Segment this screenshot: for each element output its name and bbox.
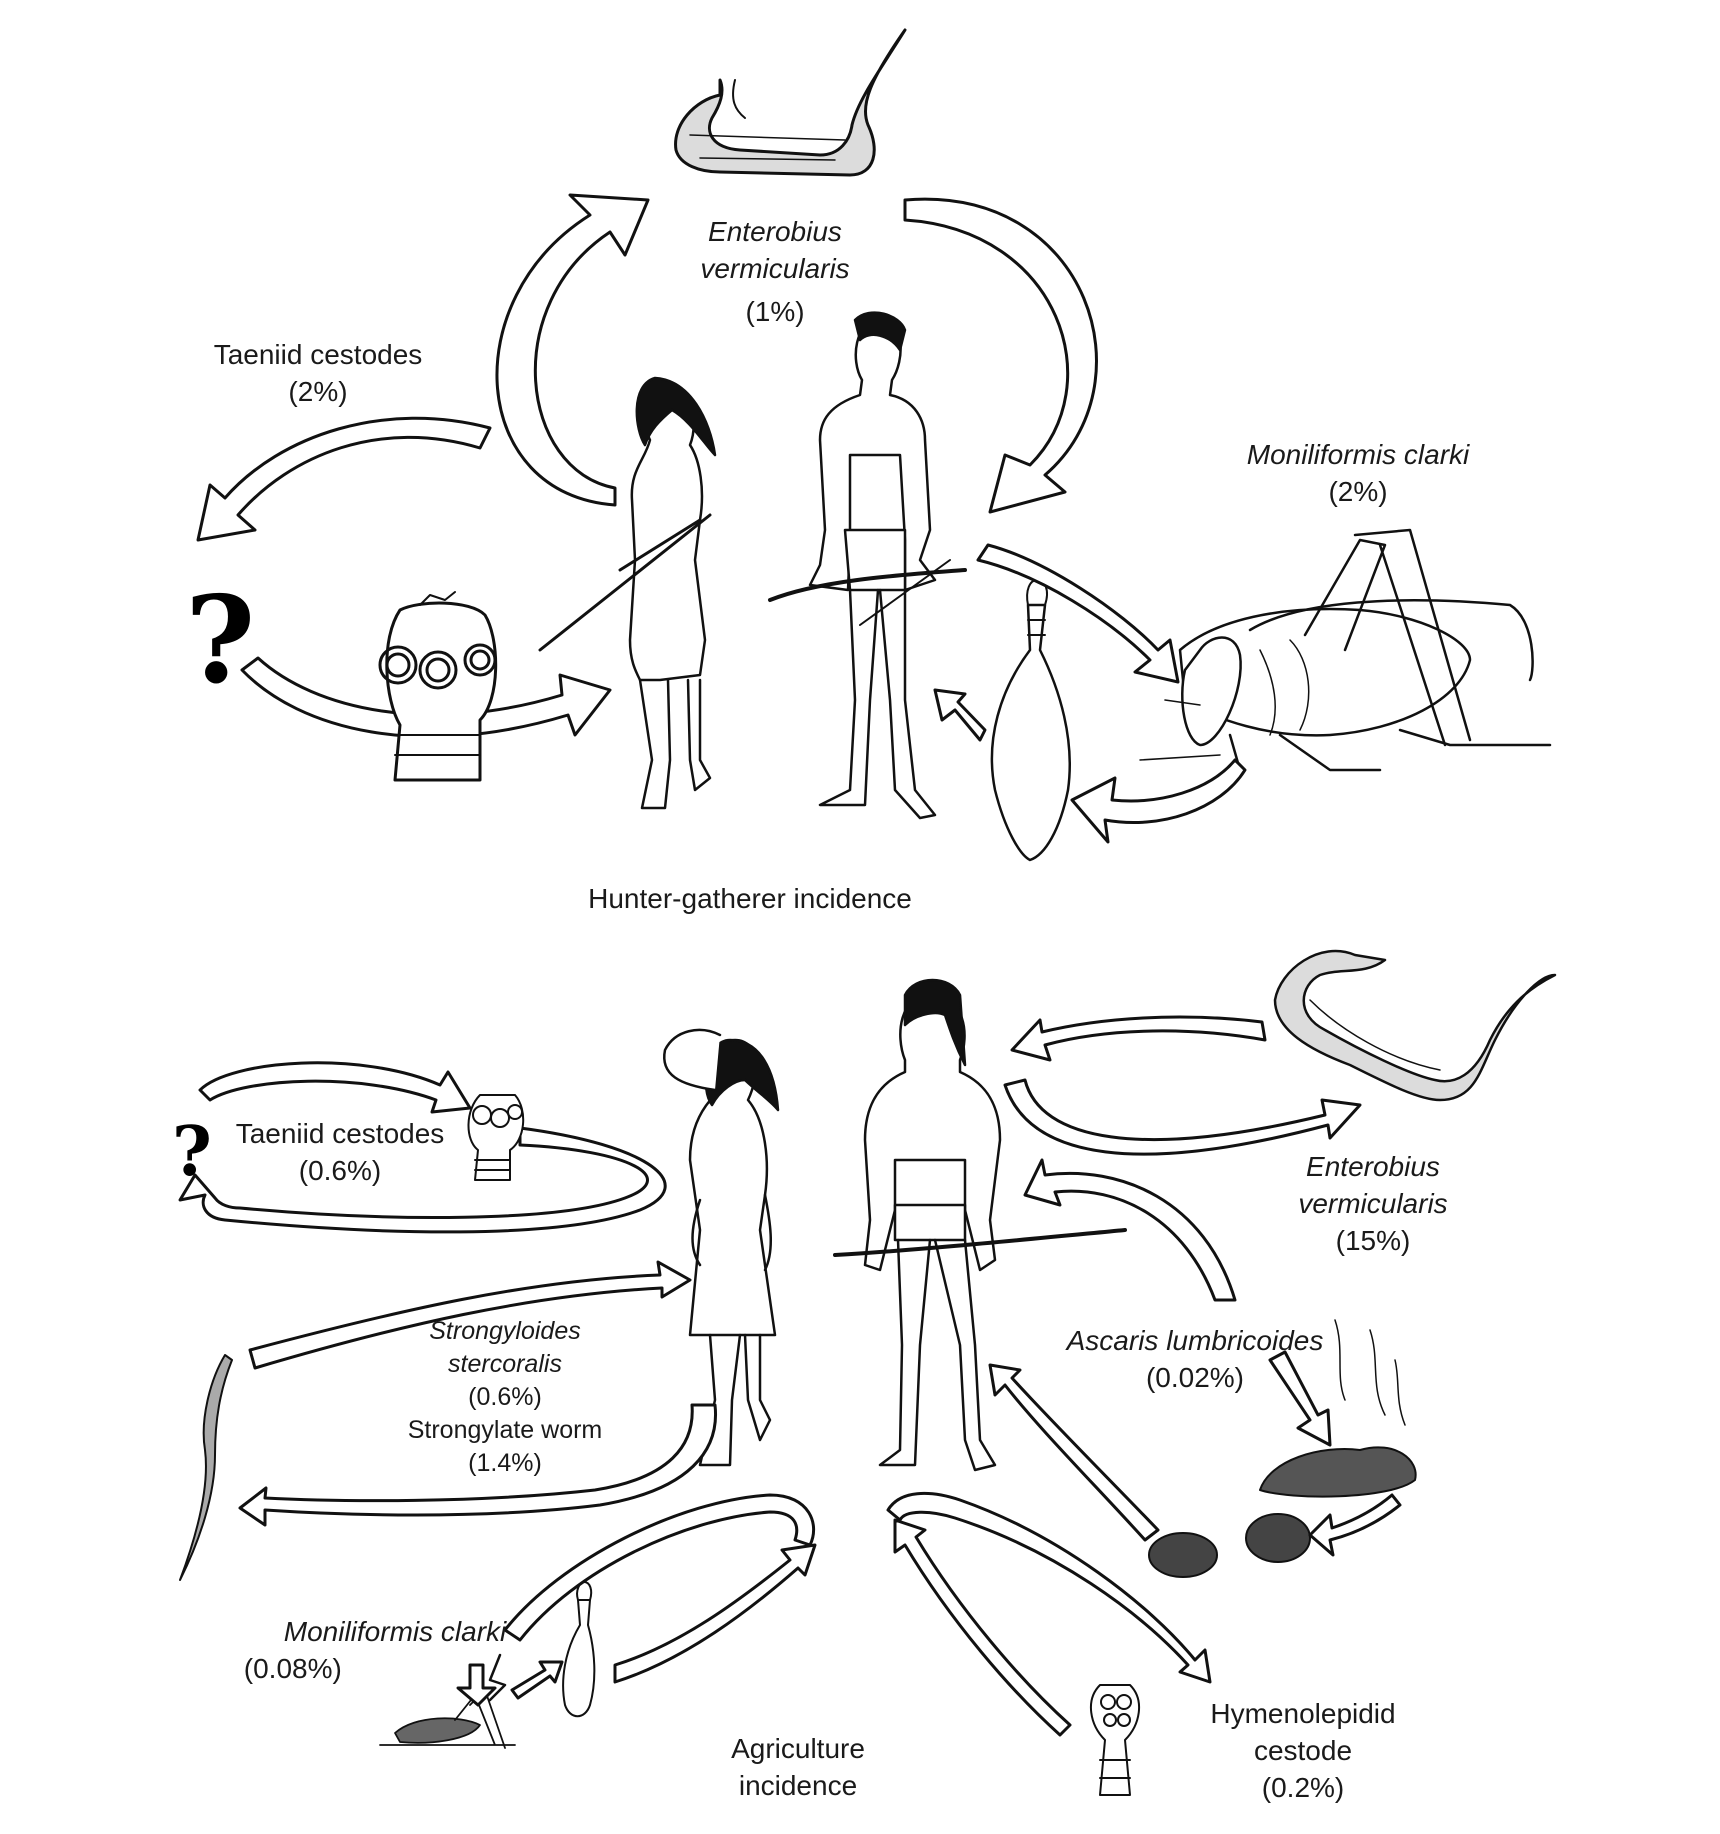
- arrow-jagged-to-cricket: [488, 1653, 507, 1702]
- moniliformis-cricket-bottom: [379, 1689, 516, 1749]
- caption-hunter-gatherer: Hunter-gatherer incidence: [588, 880, 912, 917]
- moniliformis-cricket-top: [1139, 528, 1552, 772]
- arrow-taeniid-bottom-loop: [240, 656, 612, 739]
- label-hymenolepidid-line1: Hymenolepidid: [1210, 1698, 1396, 1729]
- caption-agriculture: Agriculture incidence: [731, 1730, 865, 1804]
- pct-enterobius-top: (1%): [745, 296, 805, 327]
- label-enterobius-top: Enterobius vermicularis: [700, 213, 849, 287]
- label-taeniid-top: Taeniid cestodes (2%): [214, 336, 423, 410]
- arrow-taeniid-top-loop: [196, 416, 492, 542]
- label-enterobius-bottom-pct: (15%): [1335, 1225, 1411, 1256]
- arrow-egg-pile-to-eggs: [1308, 1493, 1402, 1557]
- label-moniliformis-bottom-name: Moniliformis clarki: [283, 1616, 507, 1647]
- label-ascaris-name: Ascaris lumbricoides: [1066, 1325, 1324, 1356]
- arrow-enterobius-to-man: [1010, 1015, 1267, 1062]
- label-ascaris-pct: (0.02%): [1145, 1362, 1245, 1393]
- ascaris-eggs: [1148, 1513, 1311, 1578]
- moniliformis-larva-bottom: [562, 1581, 596, 1718]
- label-hymenolepidid-line2: cestode: [1253, 1735, 1353, 1766]
- label-strongyloides-pct: (0.6%): [468, 1383, 542, 1411]
- woman-figure-top: [538, 376, 717, 810]
- arrow-top-left-arc: [495, 193, 650, 507]
- label-enterobius-bottom-line1: Enterobius: [1306, 1151, 1440, 1182]
- label-taeniid-bottom: Taeniid cestodes (0.6%): [236, 1115, 445, 1189]
- label-moniliformis-top-name: Moniliformis clarki: [1246, 439, 1470, 470]
- arrow-taeniid-bottom-upper: [198, 1061, 472, 1114]
- ascaris-egg-pile: [1259, 1319, 1417, 1498]
- label-strongylate-name: Strongylate worm: [407, 1416, 603, 1444]
- label-moniliformis-top: Moniliformis clarki (2%): [1247, 436, 1469, 510]
- label-taeniid-bottom-name: Taeniid cestodes: [235, 1118, 445, 1149]
- label-strongyloides: Strongyloides stercoralis (0.6%) Strongy…: [408, 1315, 603, 1480]
- arrow-strongyloides-to-woman: [248, 1260, 692, 1370]
- label-enterobius-top-pct: (1%): [745, 293, 804, 330]
- arrow-hymenolepidid-to-man: [893, 1518, 1072, 1737]
- caption-agriculture-line1: Agriculture: [731, 1733, 865, 1764]
- arrow-cricket-to-larva: [510, 1660, 564, 1700]
- moniliformis-larva-top: [990, 579, 1071, 862]
- woman-figure-bottom: [662, 1028, 780, 1467]
- enterobius-worm-bottom: [1273, 949, 1557, 1102]
- arrow-worm-to-egg-pile: [1268, 1350, 1332, 1447]
- arrow-cricket-to-larva-top: [1070, 758, 1247, 844]
- arrow-down-to-cricket: [456, 1663, 497, 1707]
- label-strongyloides-line1: Strongyloides: [429, 1317, 581, 1345]
- label-strongyloides-line2: stercoralis: [448, 1350, 562, 1378]
- man-figure-top: [768, 311, 967, 820]
- label-moniliformis-bottom-pct: (0.08%): [243, 1653, 342, 1684]
- arrow-ascaris-to-man: [1023, 1158, 1237, 1302]
- label-taeniid-bottom-pct: (0.6%): [298, 1155, 382, 1186]
- hymenolepidid-scolex: [1089, 1684, 1141, 1796]
- strongyloides-worm: [179, 1354, 233, 1581]
- arrow-man-to-cricket-top: [976, 543, 1180, 684]
- arrow-top-right-arc: [903, 197, 1098, 514]
- label-hymenolepidid: Hymenolepidid cestode (0.2%): [1210, 1695, 1395, 1806]
- label-enterobius-top-line1: Enterobius: [708, 216, 842, 247]
- label-moniliformis-top-pct: (2%): [1328, 476, 1388, 507]
- arrow-woman-to-moniliformis: [503, 1493, 816, 1642]
- caption-hunter-gatherer-text: Hunter-gatherer incidence: [588, 883, 912, 914]
- label-moniliformis-bottom: Moniliformis clarki (0.08%): [244, 1613, 507, 1687]
- arrow-eggs-to-man: [988, 1363, 1160, 1542]
- label-taeniid-top-pct: (2%): [288, 376, 348, 407]
- arrow-man-to-enterobius: [1003, 1078, 1362, 1156]
- taeniid-scolex-bottom: [467, 1094, 525, 1181]
- label-enterobius-top-line2: vermicularis: [700, 253, 850, 284]
- arrow-man-to-hymenolepidid: [886, 1491, 1212, 1684]
- label-enterobius-bottom: Enterobius vermicularis (15%): [1298, 1148, 1447, 1259]
- label-enterobius-bottom-line2: vermicularis: [1298, 1188, 1448, 1219]
- arrow-taeniid-bottom-loop-big: [178, 1126, 667, 1234]
- caption-agriculture-line2: incidence: [738, 1770, 858, 1801]
- label-ascaris: Ascaris lumbricoides (0.02%): [1067, 1322, 1324, 1396]
- label-strongylate-pct: (1.4%): [468, 1449, 542, 1477]
- taeniid-scolex-top: [378, 591, 498, 782]
- label-hymenolepidid-pct: (0.2%): [1261, 1772, 1345, 1803]
- arrow-larva-to-woman-bottom: [613, 1543, 817, 1684]
- enterobius-worm-top: [674, 28, 907, 177]
- arrow-larva-to-man-top: [933, 688, 987, 742]
- label-taeniid-top-name: Taeniid cestodes: [213, 339, 423, 370]
- unknown-host-top-question-mark: ?: [185, 570, 255, 711]
- man-figure-bottom: [833, 978, 1127, 1472]
- arrow-woman-to-strongyloides: [238, 1403, 718, 1527]
